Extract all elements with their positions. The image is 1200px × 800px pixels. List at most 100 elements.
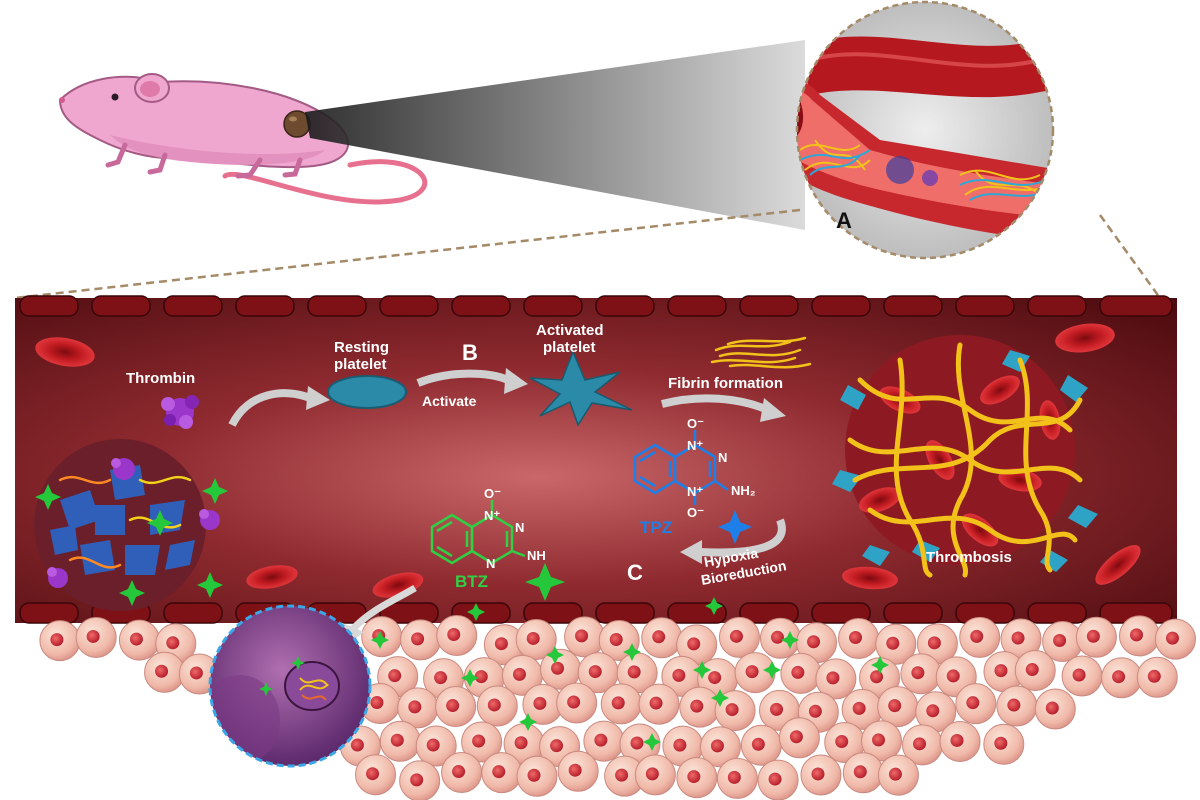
activated-platelet-icon — [529, 350, 633, 427]
tumor-cell-nucleus — [452, 765, 466, 779]
resting-platelet-label-line1: Resting — [334, 339, 389, 356]
btz-nh: NH — [527, 548, 546, 563]
tumor-cell-nucleus — [615, 768, 629, 782]
tumor-cell-nucleus — [189, 666, 203, 680]
arrow-bioreduction — [699, 518, 786, 557]
tumor-cell-nucleus — [494, 637, 508, 651]
tumor-cell-nucleus — [527, 768, 541, 782]
tumor-cell-nucleus — [366, 767, 380, 781]
btz-star-icon — [461, 669, 479, 687]
tpz-n-top: N⁺ — [687, 438, 703, 453]
tumor-cell-nucleus — [673, 738, 687, 752]
tumor-cell-nucleus — [645, 767, 659, 781]
tumor-cell-nucleus — [727, 770, 741, 784]
mouse-illustration — [58, 73, 428, 205]
btz-star-icons — [35, 478, 228, 606]
tumor-cell-nucleus — [768, 772, 782, 786]
tumor-cell-nucleus — [690, 699, 704, 713]
dna-icon — [299, 677, 329, 701]
inset-vessel-view: A — [795, 0, 1055, 260]
arrow-thrombin-to-platelet — [228, 389, 312, 427]
zoom-beam — [305, 40, 805, 230]
tumor-cell-nucleus — [687, 770, 701, 784]
tumor-cell-nucleus — [770, 702, 784, 716]
tumor-cell-nucleus — [350, 738, 364, 752]
tumor-cell-nucleus — [627, 665, 641, 679]
tpz-n-bottom: N⁺ — [687, 484, 703, 499]
zoom-line-left — [14, 208, 801, 300]
tumor-cell-nucleus — [1011, 631, 1025, 645]
tumor-cell-nucleus — [1045, 701, 1059, 715]
btz-structure — [430, 500, 526, 565]
btz-star-icon — [693, 661, 711, 679]
tumor-cell-nucleus — [1025, 663, 1039, 677]
tpz-o-bottom: O⁻ — [687, 505, 704, 520]
tumor-cell-nucleus — [388, 669, 402, 683]
tumor-cell-nucleus — [994, 664, 1008, 678]
tumor-cell-nucleus — [410, 773, 424, 787]
tumor-cell-nucleus — [852, 701, 866, 715]
tumor-cell-nucleus — [408, 700, 422, 714]
tumor-cell-nucleus — [888, 699, 902, 713]
tumor-cell-nucleus — [166, 636, 180, 650]
tumor-cell-nucleus — [687, 637, 701, 651]
btz-star-icon — [711, 689, 729, 707]
tumor-cell-nucleus — [487, 698, 501, 712]
btz-star-icon — [525, 563, 565, 601]
tumor-cell-nucleus — [526, 631, 540, 645]
thrombin-icon — [161, 395, 199, 429]
tumor-cell-nucleus — [751, 737, 765, 751]
tumor-cell-nucleus — [551, 661, 565, 675]
tumor-cell-nucleus — [575, 629, 589, 643]
tumor-cell-nucleus — [811, 767, 825, 781]
tpz-star-icon — [718, 510, 752, 544]
tumor-cell-nucleus — [649, 696, 663, 710]
thrombosis-label: Thrombosis — [926, 549, 1012, 566]
activated-platelet-label-line2: platelet — [543, 339, 596, 356]
tumor-cell-nucleus — [725, 703, 739, 717]
btz-star-icon — [371, 631, 389, 649]
arrow-btz-to-cell — [349, 584, 417, 633]
tumor-cell-nucleus — [567, 695, 581, 709]
resting-platelet-icon — [327, 375, 407, 409]
tpz-o-top: O⁻ — [687, 416, 704, 431]
btz-star-icon — [781, 631, 799, 649]
tumor-cell-nucleus — [609, 633, 623, 647]
panel-label-a: A — [836, 208, 852, 233]
tumor-cell-nucleus — [835, 735, 849, 749]
tumor-cell-nucleus — [710, 739, 724, 753]
tumor-cell-nucleus — [994, 736, 1008, 750]
tumor-cell-nucleus — [966, 696, 980, 710]
tumor-cell-nucleus — [652, 630, 666, 644]
btz-label: BTZ — [455, 572, 488, 591]
tumor-cell-nucleus — [390, 733, 404, 747]
btz-star-icon — [763, 661, 781, 679]
tumor-cell-nucleus — [550, 739, 564, 753]
tumor-cell-nucleus — [568, 763, 582, 777]
btz-o-top: O⁻ — [484, 486, 501, 501]
tpz-n-ring: N — [718, 450, 727, 465]
tumor-cell-nucleus — [50, 633, 64, 647]
tumor-cell-nucleus — [888, 767, 902, 781]
tumor-cell-nucleus — [729, 629, 743, 643]
resting-platelet-label-line2: platelet — [334, 356, 387, 373]
btz-n-bottom: N — [486, 556, 495, 571]
arrow-fibrin-to-thrombus — [660, 394, 770, 414]
btz-star-icon — [519, 713, 537, 731]
tumor-cell-nucleus — [791, 665, 805, 679]
tumor-cell-nucleus — [434, 671, 448, 685]
thrombin-label: Thrombin — [126, 370, 195, 387]
tumor-cell-nucleus — [129, 632, 143, 646]
btz-star-icon — [546, 646, 564, 664]
tpz-structure — [633, 430, 729, 505]
tumor-cell-nucleus — [474, 670, 488, 684]
tumor-cell-nucleus — [946, 669, 960, 683]
tumor-cell-nucleus — [630, 736, 644, 750]
zoom-line-right — [1098, 214, 1162, 299]
tumor-cell-nucleus — [911, 666, 925, 680]
tumor-cell-nucleus — [588, 665, 602, 679]
tumor-cell-nucleus — [826, 671, 840, 685]
tpz-label: TPZ — [640, 518, 672, 537]
activate-label: Activate — [422, 393, 477, 409]
tumor-tissue — [39, 597, 1196, 800]
